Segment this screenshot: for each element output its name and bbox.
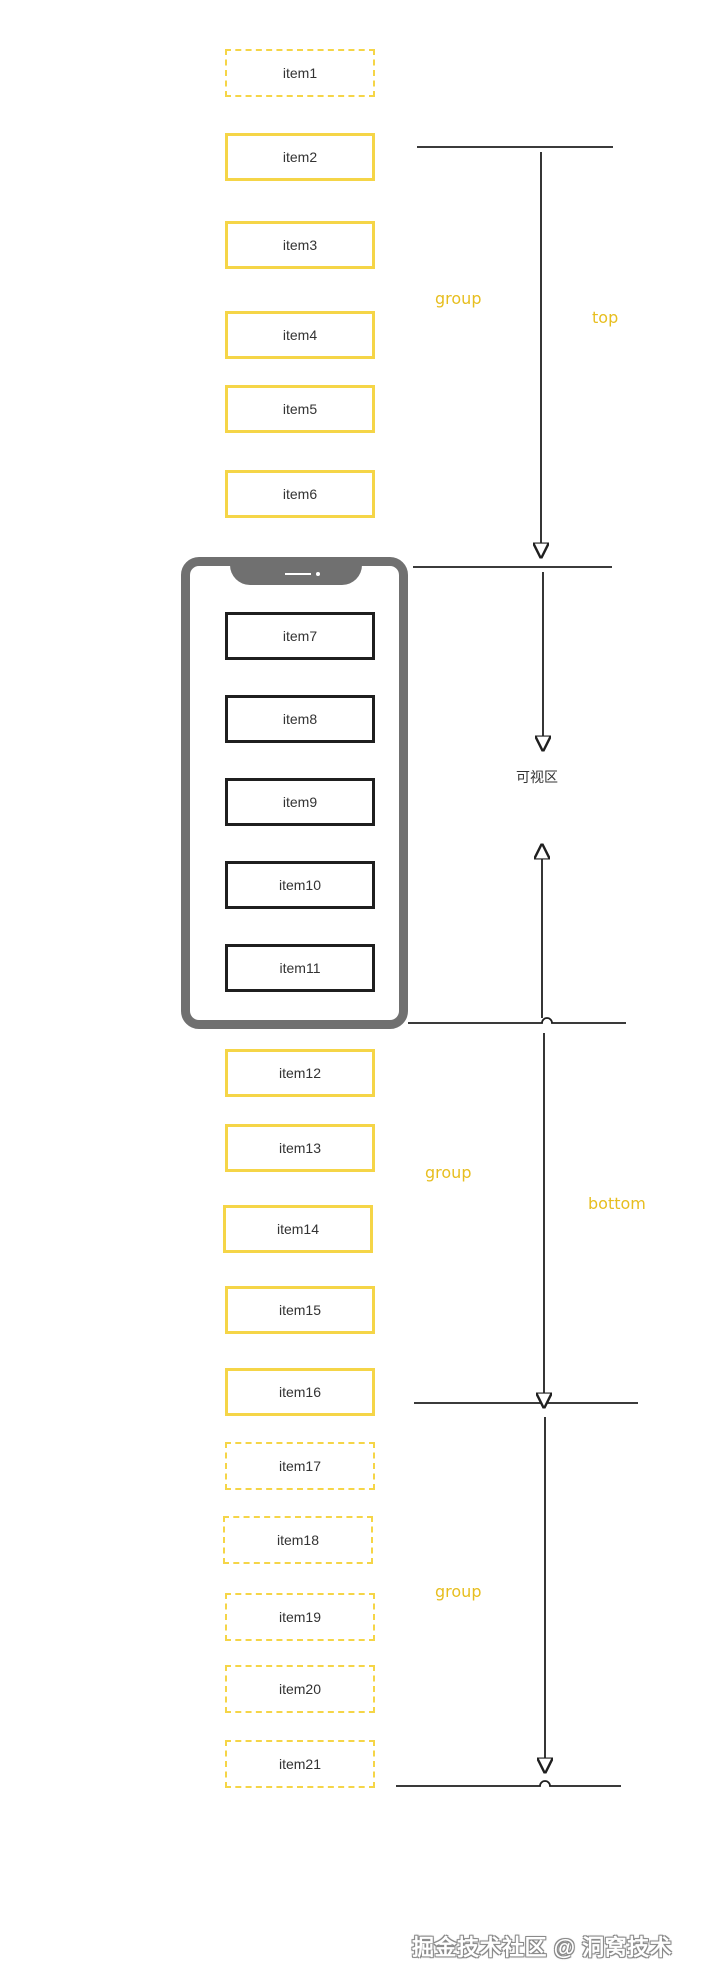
group-label-lower: group: [435, 1582, 482, 1601]
list-item: item18: [223, 1516, 373, 1564]
list-item: item4: [225, 311, 375, 359]
list-item: item17: [225, 1442, 375, 1490]
list-item: item7: [225, 612, 375, 660]
list-item: item13: [225, 1124, 375, 1172]
phone-speaker: [285, 573, 311, 575]
list-item: item9: [225, 778, 375, 826]
list-item: item12: [225, 1049, 375, 1097]
viewport-label: 可视区: [516, 769, 558, 785]
list-item: item19: [225, 1593, 375, 1641]
top-label: top: [592, 308, 619, 327]
list-item: item14: [223, 1205, 373, 1253]
list-item: item15: [225, 1286, 375, 1334]
list-item: item21: [225, 1740, 375, 1788]
group-label-upper: group: [435, 289, 482, 308]
list-item: item3: [225, 221, 375, 269]
list-item: item2: [225, 133, 375, 181]
phone-notch: [230, 557, 362, 585]
lower-boundary-line: [396, 1780, 621, 1787]
group-label-middle: group: [425, 1163, 472, 1182]
phone-camera: [316, 572, 320, 576]
list-item: item5: [225, 385, 375, 433]
list-item: item6: [225, 470, 375, 518]
viewport-bottom-line: [408, 1017, 626, 1024]
list-item: item11: [225, 944, 375, 992]
list-item: item10: [225, 861, 375, 909]
list-item: item8: [225, 695, 375, 743]
bottom-label: bottom: [588, 1194, 646, 1213]
list-item: item1: [225, 49, 375, 97]
watermark: 掘金技术社区 @ 洞窝技术: [412, 1935, 673, 1960]
list-item: item16: [225, 1368, 375, 1416]
list-item: item20: [225, 1665, 375, 1713]
